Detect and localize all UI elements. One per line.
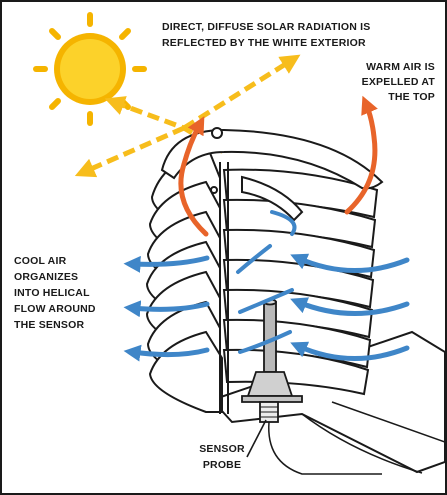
svg-text:FLOW AROUND: FLOW AROUND [14, 303, 96, 315]
svg-text:THE TOP: THE TOP [388, 91, 435, 103]
solar-radiation-label: DIRECT, DIFFUSE SOLAR RADIATION IS REFLE… [162, 21, 370, 49]
svg-text:SENSOR: SENSOR [199, 443, 245, 455]
svg-text:DIRECT, DIFFUSE SOLAR RADIATIO: DIRECT, DIFFUSE SOLAR RADIATION IS [162, 21, 370, 33]
svg-text:REFLECTED BY THE WHITE EXTERIO: REFLECTED BY THE WHITE EXTERIOR [162, 37, 366, 49]
sensor-probe-label: SENSOR PROBE [199, 420, 266, 471]
probe-leader-line [247, 420, 266, 457]
svg-text:EXPELLED AT: EXPELLED AT [362, 76, 436, 88]
svg-text:ORGANIZES: ORGANIZES [14, 271, 78, 283]
svg-text:PROBE: PROBE [203, 459, 241, 471]
sun-icon [36, 15, 144, 123]
svg-text:COOL AIR: COOL AIR [14, 255, 67, 267]
warm-air-label: WARM AIR IS EXPELLED AT THE TOP [362, 61, 436, 103]
svg-text:THE SENSOR: THE SENSOR [14, 319, 84, 331]
cool-air-label: COOL AIR ORGANIZES INTO HELICAL FLOW ARO… [14, 255, 96, 331]
svg-text:INTO HELICAL: INTO HELICAL [14, 287, 90, 299]
svg-text:WARM AIR IS: WARM AIR IS [366, 61, 435, 73]
